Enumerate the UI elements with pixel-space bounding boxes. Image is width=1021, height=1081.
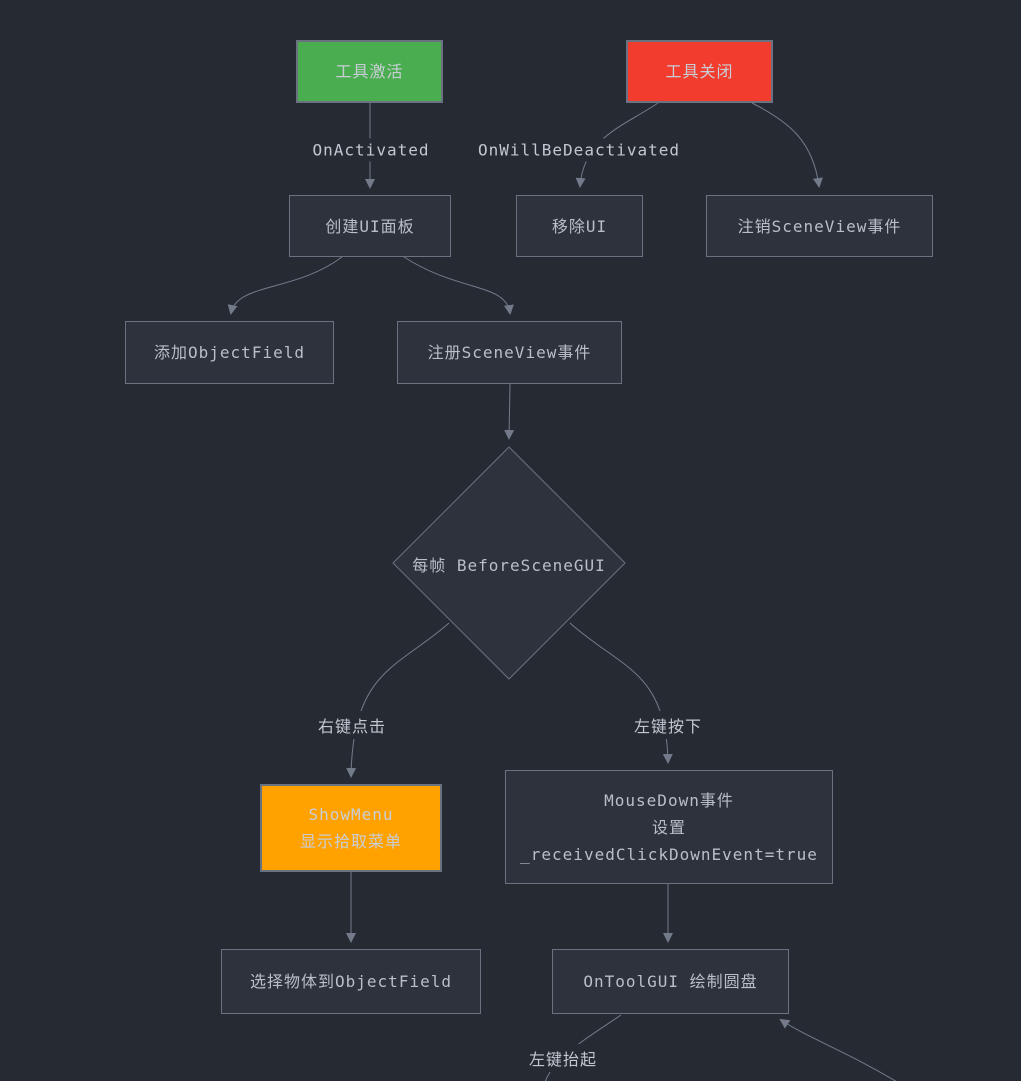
node-tool-close: 工具关闭	[626, 40, 773, 103]
node-create-ui-panel-label: 创建UI面板	[325, 216, 415, 236]
node-tool-close-label: 工具关闭	[665, 62, 734, 81]
node-show-menu-line2: 显示拾取菜单	[299, 832, 402, 851]
node-tool-activate: 工具激活	[296, 40, 443, 103]
node-register-sceneview-label: 注册SceneView事件	[427, 343, 592, 362]
node-ontoolgui-label: OnToolGUI 绘制圆盘	[583, 972, 758, 991]
node-add-objectfield: 添加ObjectField	[125, 321, 334, 384]
node-mouse-down-line1: MouseDown事件	[604, 790, 734, 810]
node-mouse-down: MouseDown事件 设置 _receivedClickDownEvent=t…	[505, 770, 833, 884]
node-create-ui-panel: 创建UI面板	[289, 195, 451, 257]
edge-label-onactivated: OnActivated	[307, 138, 435, 162]
node-mouse-down-line2: 设置	[651, 817, 686, 837]
edge-close-to-unregister	[751, 102, 823, 188]
edge-label-left-up: 左键抬起	[523, 1044, 603, 1072]
edge-label-onwillbedeactivated: OnWillBeDeactivated	[472, 138, 686, 162]
edge-label-right-click: 右键点击	[312, 711, 392, 739]
node-before-scene-gui-label: 每帧 BeforeSceneGUI	[412, 556, 606, 575]
edge-diamond-to-mousedown	[569, 622, 673, 764]
node-tool-activate-label: 工具激活	[335, 62, 404, 81]
node-show-menu: ShowMenu 显示拾取菜单	[260, 784, 442, 872]
edge-return-to-ontoolgui	[779, 1018, 897, 1081]
node-unregister-sceneview-label: 注销SceneView事件	[737, 216, 902, 236]
node-unregister-sceneview: 注销SceneView事件	[706, 195, 933, 257]
node-select-object: 选择物体到ObjectField	[221, 949, 481, 1014]
edge-register-to-diamond	[504, 383, 515, 440]
node-select-object-label: 选择物体到ObjectField	[250, 972, 452, 991]
node-show-menu-line1: ShowMenu	[308, 805, 394, 824]
decision-node-shape	[392, 446, 626, 680]
edge-diamond-to-showmenu	[346, 622, 450, 778]
node-ontoolgui: OnToolGUI 绘制圆盘	[552, 949, 789, 1014]
node-mouse-down-line3: _receivedClickDownEvent=true	[520, 844, 818, 864]
edge-label-left-down: 左键按下	[628, 711, 708, 739]
edge-close-to-removeui	[575, 102, 659, 188]
node-remove-ui: 移除UI	[516, 195, 643, 257]
node-register-sceneview: 注册SceneView事件	[397, 321, 622, 384]
node-add-objectfield-label: 添加ObjectField	[154, 343, 305, 362]
edge-createui-to-addobjectfield	[227, 256, 343, 315]
node-remove-ui-label: 移除UI	[551, 216, 608, 236]
edge-createui-to-register	[403, 256, 514, 315]
